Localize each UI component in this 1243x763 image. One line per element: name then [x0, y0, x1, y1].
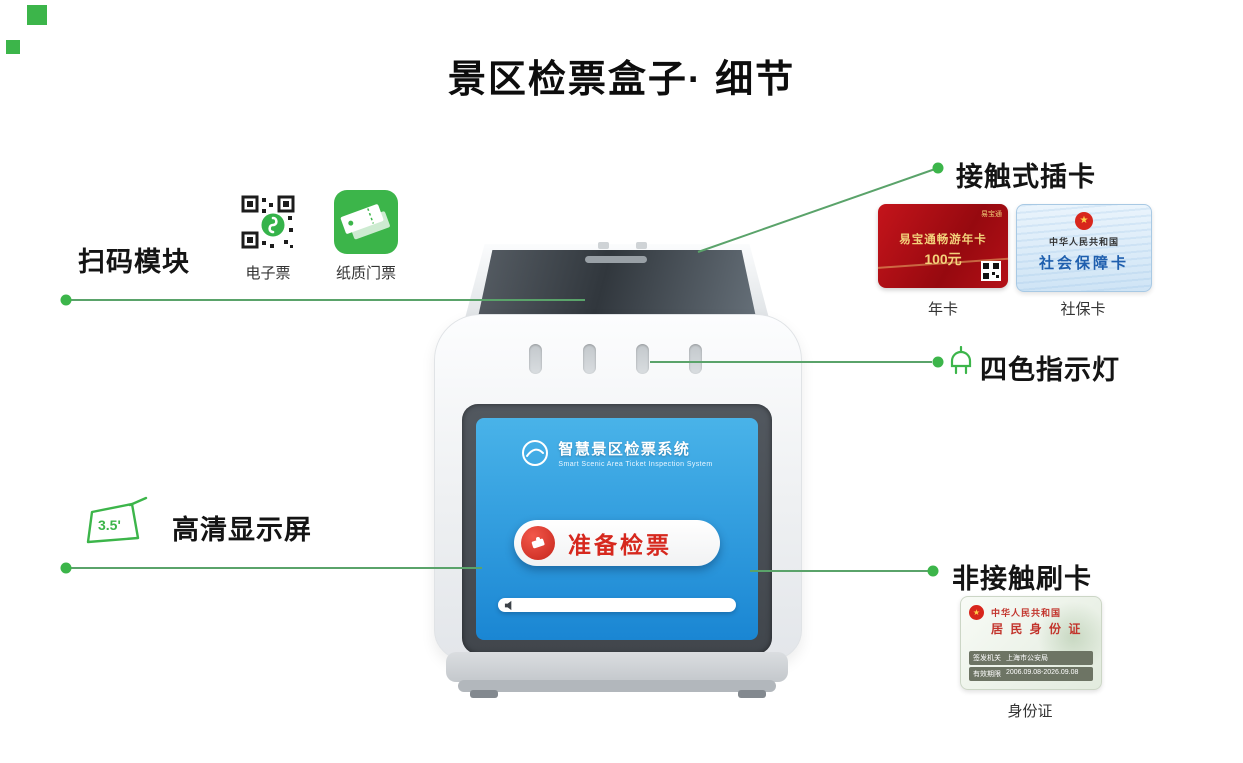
indicator-vent-1 — [529, 344, 542, 374]
id-emblem-icon: ★ — [969, 605, 984, 620]
eticket-qr-icon — [240, 194, 296, 250]
page-title: 景区检票盒子· 细节 — [447, 59, 796, 101]
annual-card: 易宝通 易宝通畅游年卡 100元 — [878, 204, 1008, 288]
annual-card-title: 易宝通畅游年卡 — [899, 234, 987, 246]
ticket-stamp-icon — [521, 526, 555, 560]
decor-square-1 — [27, 5, 47, 25]
scan-module-label: 扫码模块 — [78, 247, 190, 277]
screen-slider — [498, 598, 736, 612]
speaker-icon — [504, 600, 512, 610]
annual-card-qr — [981, 261, 1001, 281]
screen-header: 智慧景区检票系统 Smart Scenic Area Ticket Inspec… — [476, 438, 758, 468]
id-row2-label: 有效期限 — [973, 671, 1001, 678]
scanner-tab-right — [636, 242, 647, 249]
indicator-lamp-icon — [948, 345, 974, 378]
social-card-label: 社保卡 — [1060, 301, 1106, 318]
annual-card-label: 年卡 — [927, 301, 958, 318]
ready-check-button: 准备检票 — [514, 520, 720, 566]
paper-ticket-icon — [334, 190, 398, 254]
device-base-lip — [458, 680, 776, 692]
contactless-label: 非接触刷卡 — [952, 564, 1092, 594]
id-card-name: 居 民 身 份 证 — [991, 622, 1083, 636]
id-card: ★ 中华人民共和国 居 民 身 份 证 签发机关 上海市公安局 有效期限 200… — [960, 596, 1102, 690]
indicator-vent-2 — [583, 344, 596, 374]
national-emblem-icon: ★ — [1075, 212, 1093, 230]
system-logo-icon — [522, 440, 549, 466]
scanner-tab-left — [598, 242, 609, 249]
device-foot-left — [470, 690, 498, 698]
paper-ticket-label: 纸质门票 — [335, 265, 396, 282]
social-card-name: 社会保障卡 — [1038, 255, 1129, 272]
decor-square-2 — [6, 40, 20, 54]
hd-screen-label: 高清显示屏 — [172, 515, 312, 545]
screen-size-icon: 3.5' — [84, 496, 150, 548]
device-screen: 智慧景区检票系统 Smart Scenic Area Ticket Inspec… — [476, 418, 758, 640]
indicator-label: 四色指示灯 — [980, 355, 1120, 385]
id-card-row1: 签发机关 上海市公安局 — [969, 651, 1093, 665]
screen-subtitle: Smart Scenic Area Ticket Inspection Syst… — [558, 461, 713, 468]
id-card-row2: 有效期限 2006.09.08-2026.09.08 — [969, 667, 1093, 681]
ready-button-label: 准备检票 — [568, 532, 672, 558]
id-row1-value: 上海市公安局 — [1006, 655, 1048, 662]
annual-card-price: 100元 — [924, 251, 962, 267]
id-row1-label: 签发机关 — [973, 655, 1001, 662]
id-row2-value: 2006.09.08-2026.09.08 — [1006, 669, 1079, 676]
device-foot-right — [738, 690, 766, 698]
annual-card-brand: 易宝通 — [981, 211, 1002, 218]
eticket-label: 电子票 — [245, 265, 291, 282]
indicator-vent-4 — [689, 344, 702, 374]
scanner-slot — [585, 256, 647, 263]
indicator-vent-3 — [636, 344, 649, 374]
device-base — [446, 652, 788, 682]
screen-size-text: 3.5' — [98, 517, 121, 533]
id-card-country: 中华人民共和国 — [991, 608, 1062, 618]
contact-card-label: 接触式插卡 — [956, 162, 1096, 192]
social-card: ★ 中华人民共和国 社会保障卡 — [1016, 204, 1152, 292]
id-card-label: 身份证 — [1007, 703, 1053, 720]
social-card-country: 中华人民共和国 — [1048, 237, 1119, 247]
screen-title: 智慧景区检票系统 — [558, 441, 691, 458]
